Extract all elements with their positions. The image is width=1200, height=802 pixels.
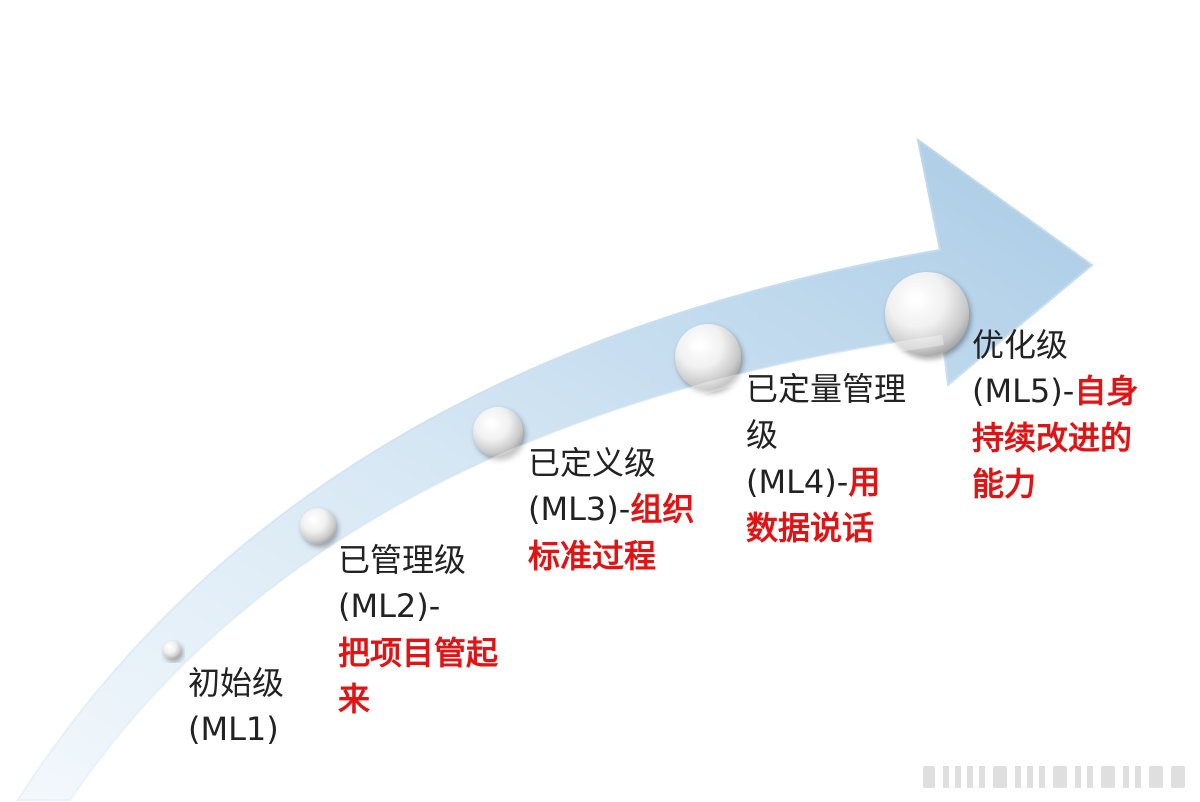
level-ml4-name: 已定量管理级 (746, 370, 907, 455)
level-ml3-desc: 组织标准过程 (528, 490, 695, 575)
milestone-pearl-2 (300, 508, 336, 544)
level-ml1-name: 初始级 (188, 664, 285, 702)
milestone-pearl-4 (675, 324, 741, 390)
level-ml5: 优化级 (ML5)-自身持续改进的能力 (972, 322, 1142, 508)
milestone-pearl-1 (163, 641, 181, 659)
level-ml5-name: 优化级 (972, 326, 1069, 364)
milestone-pearl-3 (473, 407, 523, 457)
level-ml2-name: 已管理级 (338, 541, 467, 579)
level-ml1-code: (ML1) (188, 710, 279, 749)
level-ml3: 已定义级 (ML3)-组织标准过程 (528, 440, 698, 579)
milestone-pearl-5 (885, 272, 969, 356)
level-ml4-desc: 用数据说话 (746, 462, 881, 548)
level-ml5-desc: 自身持续改进的能力 (972, 372, 1139, 504)
level-ml5-code: (ML5)- (972, 372, 1075, 411)
level-ml1: 初始级 (ML1) (188, 660, 318, 753)
level-ml4: 已定量管理级 (ML4)-用数据说话 (746, 366, 911, 552)
watermark-graphic (923, 766, 1185, 788)
level-ml2-code: (ML2)- (338, 587, 441, 626)
level-ml3-name: 已定义级 (528, 444, 657, 482)
level-ml2: 已管理级 (ML2)- 把项目管起来 (338, 537, 503, 723)
level-ml4-code: (ML4)- (746, 462, 849, 501)
level-ml3-code: (ML3)- (528, 490, 631, 529)
arrow-body (16, 137, 1094, 801)
level-ml2-desc: 把项目管起来 (338, 633, 499, 719)
